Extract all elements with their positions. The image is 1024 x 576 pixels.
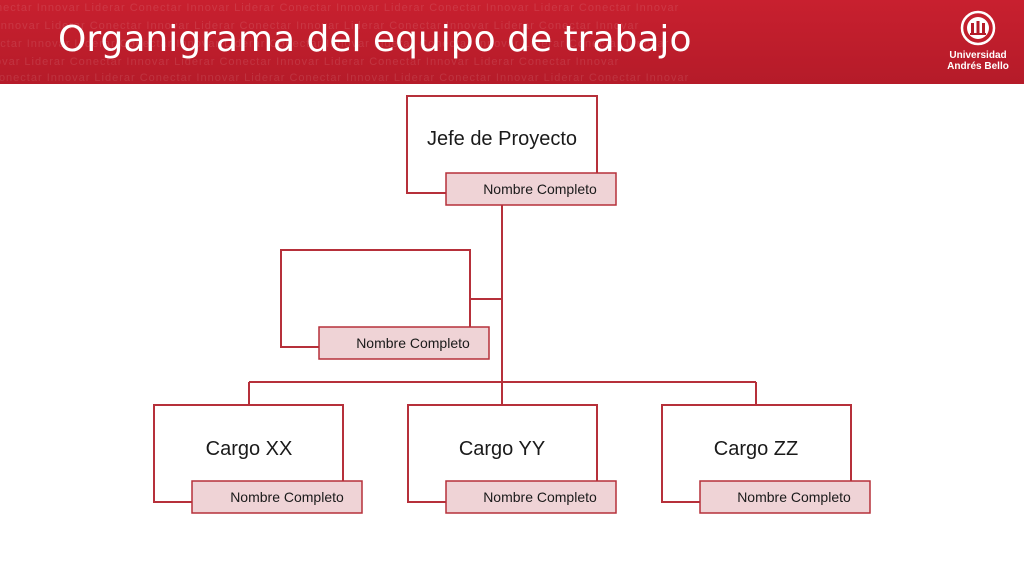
org-node-assistant: Nombre Completo	[280, 249, 490, 360]
watermark-row: Conectar Innovar Liderar Conectar Innova…	[0, 2, 680, 14]
name-tag-label: Nombre Completo	[483, 181, 597, 197]
node-title: Jefe de Proyecto	[427, 128, 577, 150]
name-tag-label: Nombre Completo	[356, 335, 470, 351]
name-tag	[191, 480, 363, 514]
university-logo: Universidad Andrés Bello	[940, 10, 1016, 76]
header-banner: Conectar Innovar Liderar Conectar Innova…	[0, 0, 1024, 84]
name-tag	[445, 480, 617, 514]
watermark-row: Conectar Innovar Liderar Conectar Innova…	[0, 56, 620, 68]
node-title: Cargo YY	[459, 438, 545, 460]
name-tag-label: Nombre Completo	[737, 489, 851, 505]
university-emblem-icon	[960, 10, 996, 46]
org-node-cargo-zz: Cargo ZZ Nombre Completo	[661, 404, 871, 514]
header-watermark: Conectar Innovar Liderar Conectar Innova…	[0, 0, 940, 84]
node-title: Cargo ZZ	[714, 438, 798, 460]
watermark-row: Conectar Innovar Liderar Conectar Innova…	[0, 72, 690, 84]
name-tag	[318, 326, 490, 360]
name-tag-label: Nombre Completo	[230, 489, 344, 505]
logo-text: Universidad Andrés Bello	[940, 50, 1016, 72]
org-node-cargo-yy: Cargo YY Nombre Completo	[407, 404, 617, 514]
watermark-row: Conectar Innovar Liderar Conectar Innova…	[0, 38, 670, 50]
node-title: Cargo XX	[206, 438, 293, 460]
name-tag-label: Nombre Completo	[483, 489, 597, 505]
watermark-row: Conectar Innovar Liderar Conectar Innova…	[0, 20, 640, 32]
org-node-root: Jefe de Proyecto Nombre Completo	[406, 95, 617, 206]
logo-line-2: Andrés Bello	[947, 61, 1009, 72]
page-title: Organigrama del equipo de trabajo	[58, 19, 692, 60]
org-node-cargo-xx: Cargo XX Nombre Completo	[153, 404, 363, 514]
name-tag	[445, 172, 617, 206]
name-tag	[699, 480, 871, 514]
logo-line-1: Universidad	[949, 50, 1007, 61]
